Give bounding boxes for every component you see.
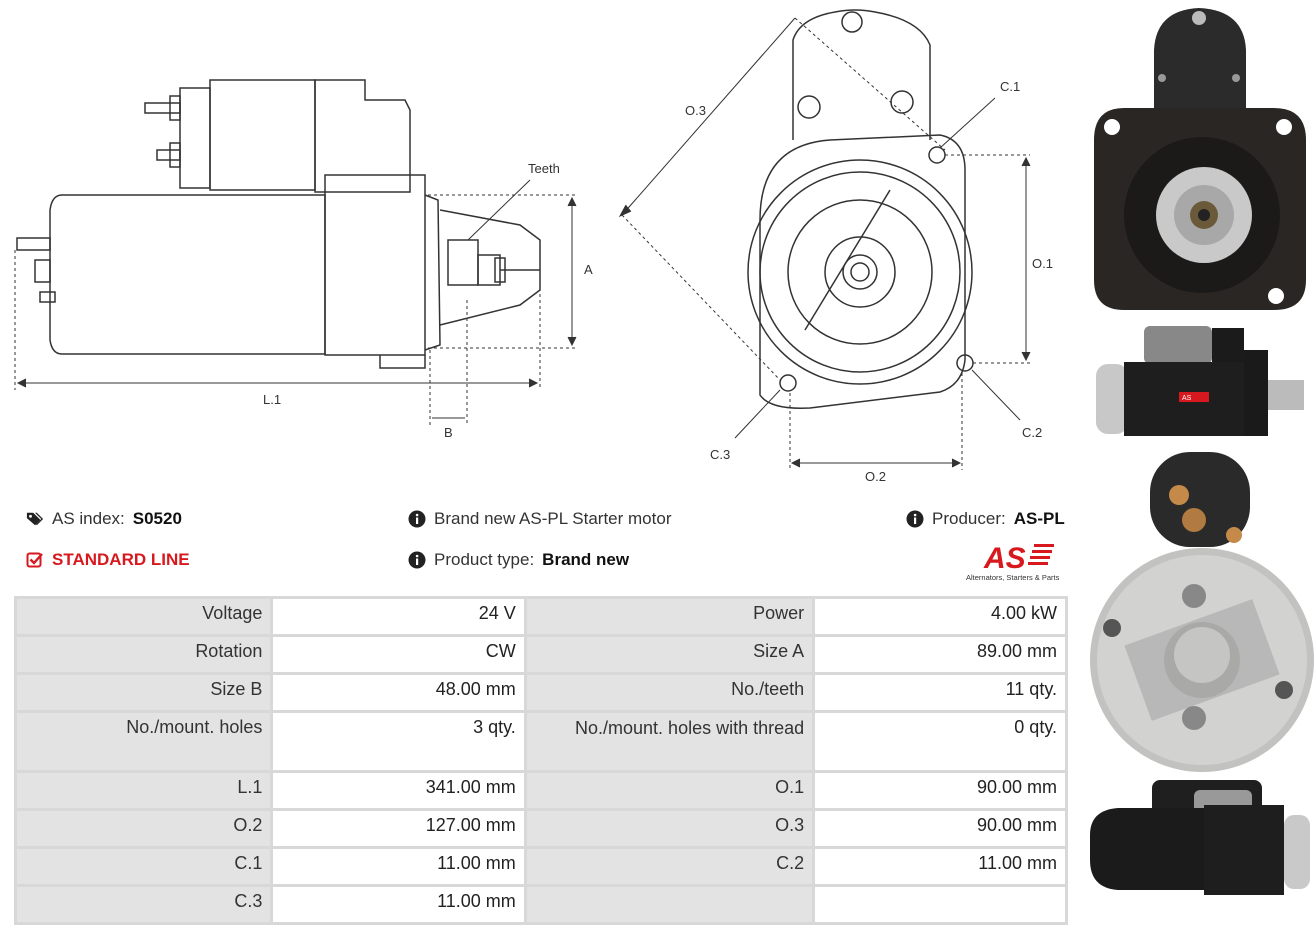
- c2-label: C.2: [1022, 425, 1042, 440]
- spec-value: 90.00 mm: [815, 773, 1065, 808]
- product-photos: AS: [1090, 8, 1314, 895]
- dim-b-label: B: [444, 425, 453, 440]
- spec-value: 11 qty.: [815, 675, 1065, 710]
- spec-label: Size B: [17, 675, 271, 710]
- o3-label: O.3: [685, 103, 706, 118]
- spec-label: O.1: [526, 773, 813, 808]
- producer-label: Producer:: [932, 509, 1006, 528]
- spec-label: Power: [526, 599, 813, 634]
- spec-value: 89.00 mm: [815, 637, 1065, 672]
- spec-value: 90.00 mm: [815, 811, 1065, 846]
- as-pl-logo: AS Alternators, Starters & Parts: [964, 540, 1068, 584]
- as-index: AS index: S0520: [26, 509, 182, 529]
- spec-value: 127.00 mm: [273, 811, 524, 846]
- spec-label: O.3: [526, 811, 813, 846]
- c3-label: C.3: [710, 447, 730, 462]
- as-index-label: AS index:: [52, 509, 125, 528]
- spec-value: 24 V: [273, 599, 524, 634]
- spec-label: Voltage: [17, 599, 271, 634]
- spec-label: [526, 887, 813, 922]
- front-view-drawing: C.1 O.1 O.3 C.2 C.3 O.2: [618, 9, 1053, 484]
- tags-icon: [26, 512, 44, 526]
- spec-value: 11.00 mm: [273, 849, 524, 884]
- c1-label: C.1: [1000, 79, 1020, 94]
- side-view-drawing: Teeth A B L.1: [14, 79, 593, 440]
- description: Brand new AS-PL Starter motor: [408, 509, 671, 529]
- spec-label: No./mount. holes with thread: [526, 713, 813, 770]
- spec-value: 0 qty.: [815, 713, 1065, 770]
- info-icon: [906, 510, 924, 528]
- o2-label: O.2: [865, 469, 886, 484]
- spec-label: L.1: [17, 773, 271, 808]
- as-index-value: S0520: [132, 509, 182, 528]
- photo-side-view: AS: [1096, 326, 1304, 436]
- o1-label: O.1: [1032, 256, 1053, 271]
- spec-label: O.2: [17, 811, 271, 846]
- spec-value: 3 qty.: [273, 713, 524, 770]
- spec-label: C.3: [17, 887, 271, 922]
- spec-label: No./mount. holes: [17, 713, 271, 770]
- spec-value: 11.00 mm: [815, 849, 1065, 884]
- info-icon: [408, 510, 426, 528]
- checkbox-checked-icon: [26, 552, 43, 568]
- teeth-label: Teeth: [528, 161, 560, 176]
- spec-label: Size A: [526, 637, 813, 672]
- spec-value: [815, 887, 1065, 922]
- logo-text: AS: [983, 542, 1026, 575]
- photo-front-flange: [1094, 8, 1306, 310]
- spec-label: Rotation: [17, 637, 271, 672]
- producer-value: AS-PL: [1013, 509, 1065, 528]
- spec-label: No./teeth: [526, 675, 813, 710]
- info-icon: [408, 551, 426, 569]
- standard-line-label: STANDARD LINE: [52, 550, 190, 569]
- description-text: Brand new AS-PL Starter motor: [434, 509, 672, 528]
- photo-rear-view: [1090, 452, 1314, 772]
- photo-angled-view: [1090, 780, 1310, 895]
- producer: Producer: AS-PL: [906, 509, 1065, 529]
- spec-value: 341.00 mm: [273, 773, 524, 808]
- spec-label: C.1: [17, 849, 271, 884]
- logo-tagline: Alternators, Starters & Parts: [966, 573, 1060, 582]
- spec-value: 48.00 mm: [273, 675, 524, 710]
- spec-value: 11.00 mm: [273, 887, 524, 922]
- spec-value: CW: [273, 637, 524, 672]
- product-type-value: Brand new: [542, 550, 630, 569]
- standard-line: STANDARD LINE: [26, 550, 190, 570]
- photo-label-badge: AS: [1182, 395, 1192, 402]
- product-type: Product type: Brand new: [408, 550, 629, 570]
- dim-a-label: A: [584, 262, 593, 277]
- product-type-label: Product type:: [434, 550, 535, 569]
- spec-label: C.2: [526, 849, 813, 884]
- spec-value: 4.00 kW: [815, 599, 1065, 634]
- dim-l1-label: L.1: [263, 392, 281, 407]
